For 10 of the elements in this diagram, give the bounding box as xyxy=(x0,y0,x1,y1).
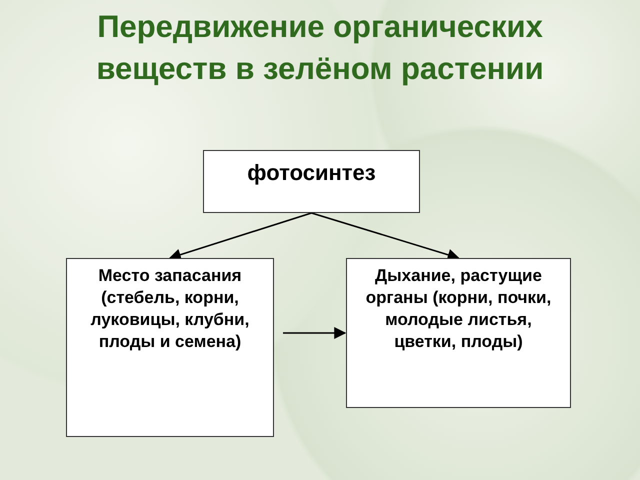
arrow xyxy=(283,327,346,339)
box-text: Место запасания (стебель, корни, луковицы, клубни, плоды и семена) xyxy=(90,265,250,354)
box-text: фотосинтез xyxy=(247,159,376,187)
arrow xyxy=(311,212,460,261)
title: Передвижение органических веществ в зелёном растении xyxy=(95,8,545,88)
arrow xyxy=(168,212,312,260)
box-text: Дыхание, растущие органы (корни, почки, молодые листья, цветки, плоды) xyxy=(364,265,552,354)
text-box xyxy=(203,150,420,213)
text-box xyxy=(66,258,274,437)
text-box xyxy=(346,258,571,408)
